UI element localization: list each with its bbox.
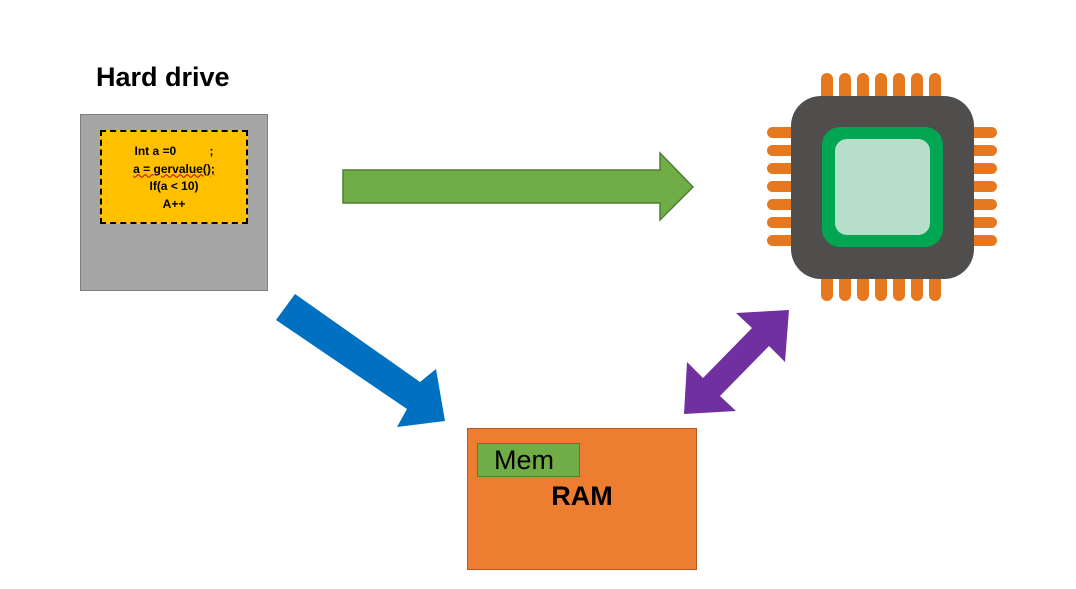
- arrow-hard-drive-to-cpu: [342, 151, 695, 222]
- code-line-3: If(a < 10): [149, 179, 199, 193]
- code-line-2: a = gervalue();: [133, 161, 215, 176]
- arrow-hard-drive-to-ram: [276, 294, 445, 427]
- mem-block: Mem: [477, 443, 580, 477]
- code-snippet-box: Int a =0 ; a = gervalue(); If(a < 10) A+…: [100, 130, 248, 224]
- code-line-1: Int a =0 ;: [134, 144, 214, 158]
- cpu-core: [835, 139, 930, 235]
- hard-drive-title: Hard drive: [96, 62, 230, 92]
- arrow-ram-cpu-bidirectional: [684, 310, 789, 414]
- ram-label: RAM: [551, 481, 613, 511]
- code-line-4: A++: [162, 196, 186, 211]
